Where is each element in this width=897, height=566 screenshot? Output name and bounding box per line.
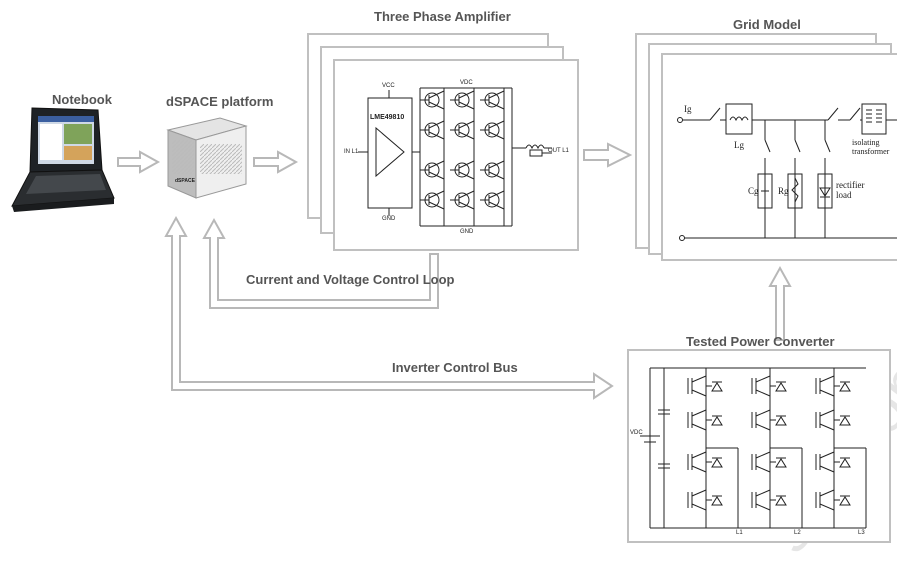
transformer-label: isolating transformer — [852, 138, 897, 156]
dspace-label: dSPACE platform — [166, 94, 273, 109]
control-loop-label: Current and Voltage Control Loop — [246, 272, 454, 287]
arrow-notebook-to-dspace — [118, 152, 158, 172]
converter-vdc-label: VDC — [630, 430, 643, 436]
vdc-label: VDC — [460, 80, 473, 86]
dspace-platform-icon — [168, 118, 246, 198]
converter-l2-label: L2 — [794, 530, 801, 536]
chip-label: LME49810 — [370, 114, 404, 121]
arrow-converter-to-grid — [770, 268, 790, 340]
notebook-laptop-icon — [12, 108, 114, 212]
grid-source-label: Ig — [684, 104, 692, 114]
vcc-label: VCC — [382, 83, 395, 89]
converter-title: Tested Power Converter — [686, 334, 835, 349]
arrow-dspace-to-amplifier — [254, 152, 296, 172]
converter-frame — [628, 350, 890, 542]
gnd-bottom-label: GND — [460, 229, 473, 235]
amplifier-title: Three Phase Amplifier — [374, 9, 511, 24]
rectifier-label: rectifier load — [836, 180, 866, 200]
converter-l3-label: L3 — [858, 530, 865, 536]
amplifier-panel-stack — [308, 34, 578, 250]
arrow-amplifier-to-grid — [584, 144, 630, 166]
input-label: IN L1 — [344, 149, 358, 155]
grid-title: Grid Model — [733, 17, 801, 32]
grid-resistor-label: Rg — [778, 186, 789, 196]
gnd-left-label: GND — [382, 216, 395, 222]
output-label: OUT L1 — [548, 148, 569, 154]
control-bus-label: Inverter Control Bus — [392, 360, 518, 375]
notebook-label: Notebook — [52, 92, 112, 107]
grid-capacitor-label: Cg — [748, 186, 759, 196]
converter-l1-label: L1 — [736, 530, 743, 536]
grid-inductor-label: Lg — [734, 140, 744, 150]
dspace-device-logo: dSPACE — [175, 178, 195, 184]
